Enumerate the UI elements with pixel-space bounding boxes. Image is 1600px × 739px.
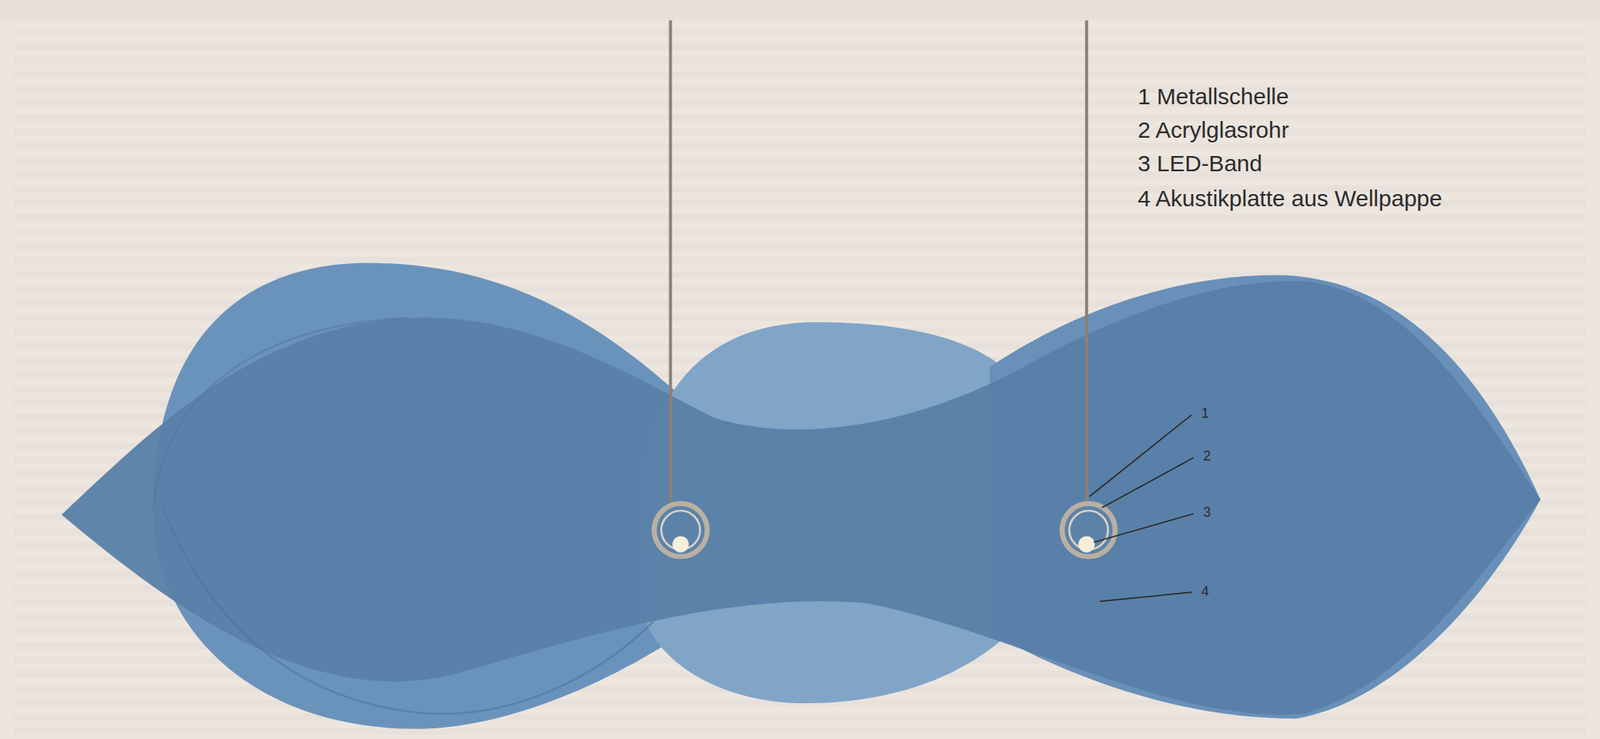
callout-number: 3 <box>1203 504 1211 521</box>
part-legend-item: 1 Metallschelle <box>1137 83 1289 111</box>
leader-line <box>1093 514 1194 543</box>
leader-line <box>1089 415 1192 497</box>
callout-number: 2 <box>1203 448 1211 465</box>
part-legend-item: 2 Acrylglasrohr <box>1137 117 1289 144</box>
leader-line <box>1101 457 1195 508</box>
part-legend-item: 3 LED-Band <box>1137 150 1262 178</box>
part-legend-item: 4 Akustikplatte aus Wellpappe <box>1137 185 1443 213</box>
top-band <box>0 0 1600 21</box>
leader-line <box>1099 592 1192 602</box>
panel-edge <box>163 510 654 715</box>
callout-number: 1 <box>1200 405 1209 422</box>
led-strip <box>1078 536 1095 553</box>
callout-number: 4 <box>1200 584 1209 601</box>
led-strip <box>672 536 689 553</box>
suspension-rod <box>668 20 672 502</box>
metal-clamp <box>1062 504 1116 558</box>
paper-texture <box>14 20 1586 739</box>
suspension-rod <box>1085 20 1089 502</box>
metal-clamp <box>654 504 708 558</box>
panel-edge <box>153 318 409 511</box>
acoustic-panel <box>61 281 1541 716</box>
